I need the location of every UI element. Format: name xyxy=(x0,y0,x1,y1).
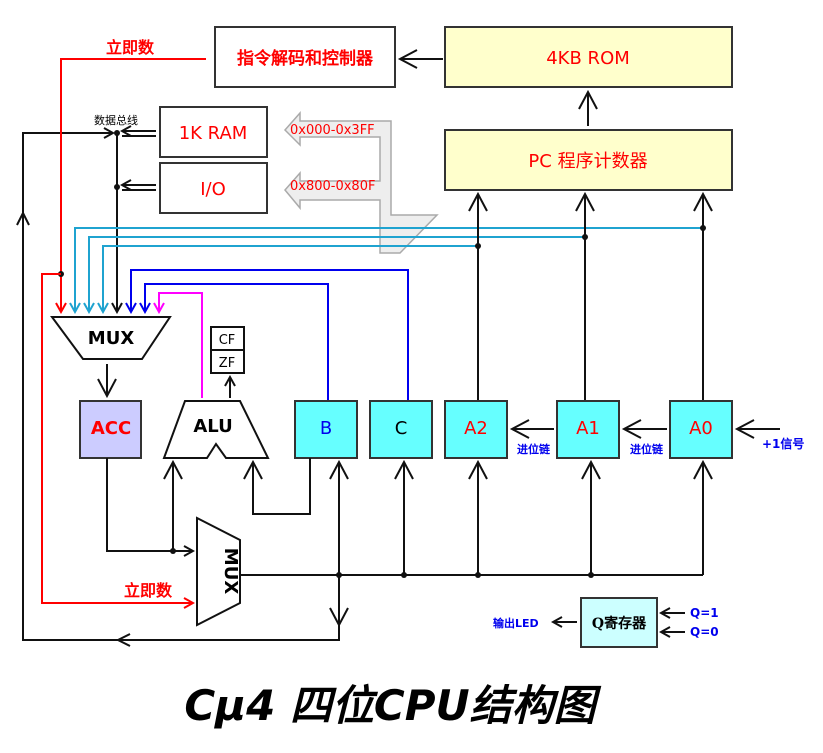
pc-label: PC 程序计数器 xyxy=(528,151,647,172)
address-bus-arrow xyxy=(283,111,439,254)
register-c-label: C xyxy=(395,418,408,439)
alu-block: ALU xyxy=(162,400,270,459)
a2-to-mux-wire xyxy=(103,245,478,312)
diagram-title: Cμ4 四位CPU结构图 xyxy=(184,681,596,730)
register-a1-label: A1 xyxy=(576,418,600,439)
data-bus-label: 数据总线 xyxy=(94,113,138,127)
acc-register: ACC xyxy=(79,400,142,459)
led-output-label: 输出LED xyxy=(493,616,539,630)
plus-one-label: +1信号 xyxy=(762,436,804,451)
mux-bottom-label: MUX xyxy=(220,548,241,595)
immediate-wire-bottom xyxy=(41,273,193,603)
alu-to-mux-wire xyxy=(159,292,203,398)
acc-label: ACC xyxy=(91,418,131,439)
decoder-block: 指令解码和控制器 xyxy=(214,26,396,88)
rom-label: 4KB ROM xyxy=(546,48,630,69)
q0-label: Q=0 xyxy=(690,625,719,639)
register-c: C xyxy=(369,400,433,459)
ram-label: 1K RAM xyxy=(179,123,248,144)
zf-flag: ZF xyxy=(219,356,235,371)
acc-to-mux-wire xyxy=(106,458,193,551)
rom-block: 4KB ROM xyxy=(444,26,733,88)
ram-block: 1K RAM xyxy=(159,106,268,158)
ram-bus-arrows xyxy=(122,131,156,137)
register-a0: A0 xyxy=(669,400,733,459)
register-b-label: B xyxy=(320,418,332,439)
mux-bottom: MUX xyxy=(196,516,241,627)
c-to-mux-wire xyxy=(131,269,409,400)
carry-chain-label-1: 进位链 xyxy=(517,442,551,456)
mux-top: MUX xyxy=(50,316,172,360)
a1-to-mux-wire xyxy=(89,236,585,312)
b-to-alu-arrow xyxy=(243,458,311,515)
register-a2: A2 xyxy=(444,400,508,459)
register-b: B xyxy=(294,400,358,459)
a0-to-mux-wire xyxy=(75,227,703,312)
q-register-label: Q寄存器 xyxy=(592,615,647,632)
alu-label: ALU xyxy=(193,416,232,437)
immediate-wire-top xyxy=(61,58,206,312)
register-a1: A1 xyxy=(556,400,620,459)
immediate-label-bottom: 立即数 xyxy=(124,581,173,600)
carry-chain-label-2: 进位链 xyxy=(630,442,664,456)
ram-address-label: 0x000-0x3FF xyxy=(290,123,375,138)
q1-label: Q=1 xyxy=(690,606,719,620)
register-a0-label: A0 xyxy=(689,418,713,439)
immediate-label-top: 立即数 xyxy=(106,38,155,57)
io-address-label: 0x800-0x80F xyxy=(290,179,375,194)
io-label: I/O xyxy=(200,179,226,200)
register-a2-label: A2 xyxy=(464,418,488,439)
flags-block: CF ZF xyxy=(210,326,245,374)
decoder-label: 指令解码和控制器 xyxy=(237,48,374,69)
io-bus-arrows xyxy=(122,185,156,191)
mux-top-label: MUX xyxy=(88,328,135,349)
feedback-loop-wire xyxy=(22,133,340,641)
cf-flag: CF xyxy=(219,333,236,348)
b-to-mux-wire xyxy=(145,283,329,400)
q-register: Q寄存器 xyxy=(580,597,658,648)
pc-block: PC 程序计数器 xyxy=(444,129,733,191)
io-block: I/O xyxy=(159,162,268,214)
